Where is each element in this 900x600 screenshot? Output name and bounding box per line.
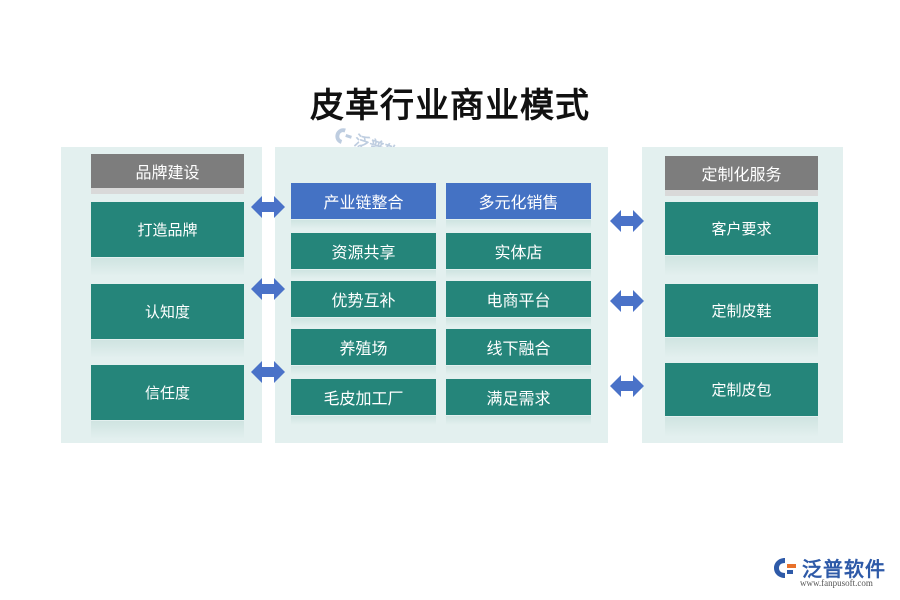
watermark-logo-icon: [335, 127, 353, 144]
mid-col2-item-3: 电商平台: [446, 281, 591, 317]
custom-item-2-reflection: [665, 338, 818, 358]
double-arrow-icon: [610, 290, 644, 312]
mid-col2-item-1: 多元化销售: [446, 183, 591, 219]
double-arrow-icon: [251, 361, 285, 383]
custom-item-2: 定制皮鞋: [665, 284, 818, 337]
brand-item-1-reflection: [91, 258, 244, 276]
mid-col2-item-2-reflection: [446, 270, 591, 279]
brand-item-1: 打造品牌: [91, 202, 244, 257]
custom-service-panel: 定制化服务 客户要求 定制皮鞋 定制皮包: [642, 147, 843, 443]
custom-item-1: 客户要求: [665, 202, 818, 255]
double-arrow-icon: [251, 196, 285, 218]
integration-panel: 产业链整合 资源共享 优势互补 养殖场 毛皮加工厂 多元化销售 实体店 电商平台…: [275, 147, 608, 443]
mid-col1-item-4-reflection: [291, 366, 436, 375]
mid-col2-item-5: 满足需求: [446, 379, 591, 415]
mid-col2-item-3-reflection: [446, 318, 591, 327]
brand-panel: 品牌建设 打造品牌 认知度 信任度: [61, 147, 262, 443]
double-arrow-icon: [610, 210, 644, 232]
mid-col2-item-2: 实体店: [446, 233, 591, 269]
mid-col1-item-1-reflection: [291, 220, 436, 229]
diagram-title: 皮革行业商业模式: [310, 86, 590, 126]
brand-item-2-reflection: [91, 340, 244, 358]
mid-col1-item-4: 养殖场: [291, 329, 436, 365]
custom-item-3: 定制皮包: [665, 363, 818, 416]
watermark: 泛普软件: [332, 123, 416, 168]
custom-item-3-reflection: [665, 417, 818, 437]
mid-col1-item-5-reflection: [291, 416, 436, 425]
mid-col2-item-4: 线下融合: [446, 329, 591, 365]
brand-logo: 泛普软件: [772, 553, 886, 582]
mid-col1-item-2: 资源共享: [291, 233, 436, 269]
custom-item-1-reflection: [665, 256, 818, 276]
brand-header: 品牌建设: [91, 154, 244, 194]
mid-col2-item-4-reflection: [446, 366, 591, 375]
brand-item-3: 信任度: [91, 365, 244, 420]
mid-col1-item-2-reflection: [291, 270, 436, 279]
double-arrow-icon: [610, 375, 644, 397]
brand-item-2: 认知度: [91, 284, 244, 339]
mid-col1-item-3: 优势互补: [291, 281, 436, 317]
mid-col1-item-1: 产业链整合: [291, 183, 436, 219]
logo-name: 泛普软件: [802, 557, 886, 581]
mid-col2-item-5-reflection: [446, 416, 591, 425]
brand-item-3-reflection: [91, 421, 244, 439]
custom-service-header: 定制化服务: [665, 156, 818, 196]
logo-url: www.fanpusoft.com: [800, 578, 873, 588]
fanpu-logo-icon: [774, 557, 796, 578]
mid-col1-item-3-reflection: [291, 318, 436, 327]
mid-col2-item-1-reflection: [446, 220, 591, 229]
double-arrow-icon: [251, 278, 285, 300]
mid-col1-item-5: 毛皮加工厂: [291, 379, 436, 415]
